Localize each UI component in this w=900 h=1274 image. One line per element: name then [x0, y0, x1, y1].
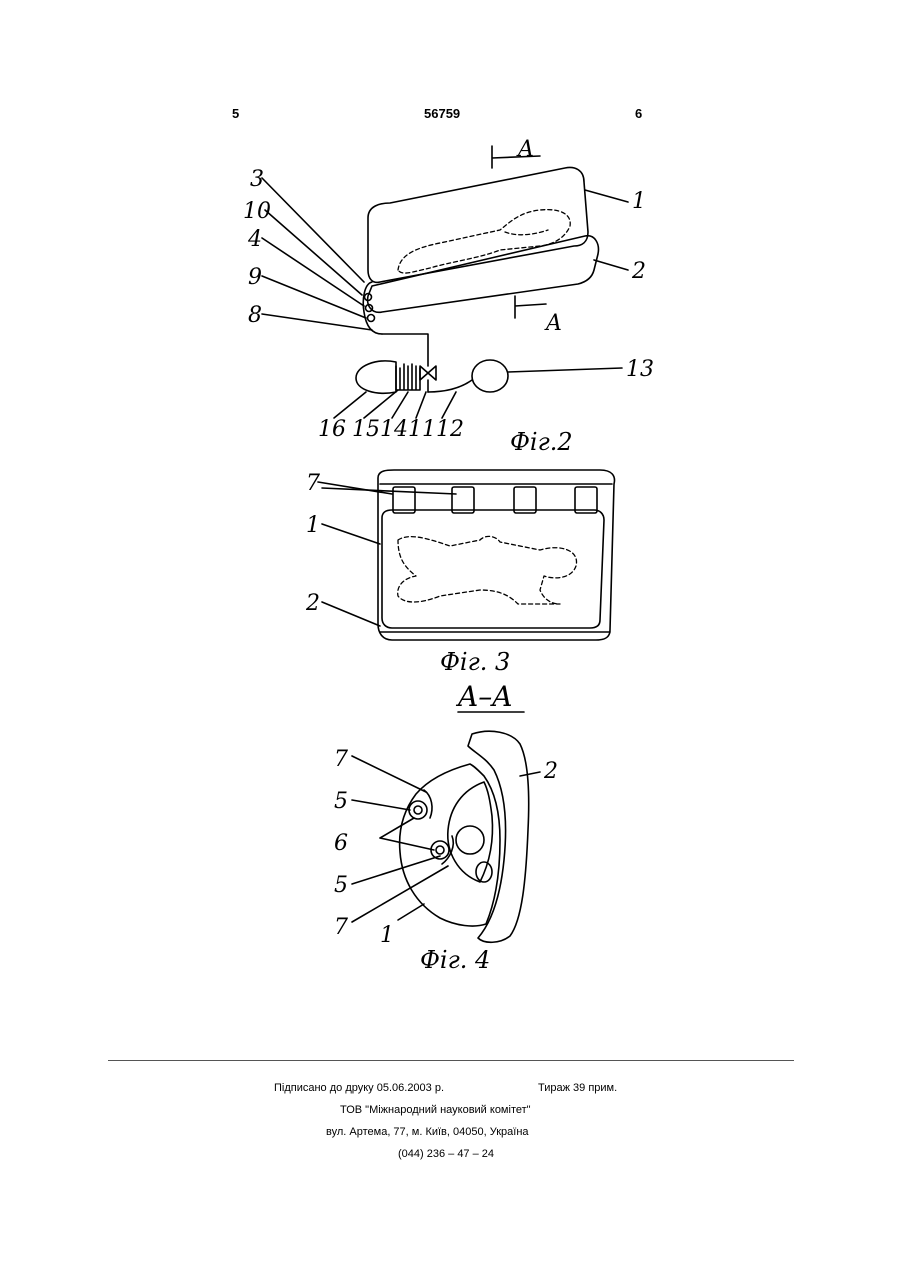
fig3-label: 2: [305, 591, 320, 616]
fig4-label: 6: [334, 831, 348, 856]
fig3-pillow: [452, 487, 474, 513]
fig3-caption: Фiг. 3: [440, 648, 510, 676]
fig4-support-2: [468, 731, 529, 942]
fig4-label: 1: [380, 923, 394, 948]
imprint-phone: (044) 236 – 47 – 24: [398, 1148, 494, 1160]
fig2-pump-16: [356, 361, 396, 393]
fig2-section-mark: A: [516, 137, 534, 162]
fig4-label: 7: [334, 747, 348, 772]
fig3-pillow: [575, 487, 597, 513]
fig2-bulb-13: [472, 360, 508, 392]
fig2-label: 16: [318, 417, 346, 442]
fig3-label: 1: [306, 513, 320, 538]
fig2-line-12: [428, 380, 472, 392]
fig4-section-title: A–A: [455, 680, 512, 713]
fig2-label: 11: [408, 417, 436, 442]
fig2-label: 15: [352, 417, 380, 442]
fig3-frame-2: [378, 470, 614, 640]
fig3-drawing: [318, 470, 614, 640]
fig2-body-outline: [398, 210, 570, 273]
fig2-label: 2: [631, 259, 646, 284]
fig3-label: 7: [306, 471, 320, 496]
fig4-label: 5: [334, 873, 348, 898]
fig2-caption: Фiг.2: [510, 428, 573, 456]
fig4-caption: Фiг. 4: [420, 946, 490, 974]
fig2-valve-11: [420, 366, 436, 380]
fig2-springs: [396, 364, 420, 390]
fig3-pillow: [514, 487, 536, 513]
fig4-label: 5: [334, 789, 348, 814]
fig3-body-outline: [398, 536, 577, 604]
fig2-label: 9: [248, 265, 262, 290]
imprint-circulation: Тираж 39 прим.: [538, 1082, 617, 1094]
fig2-section-mark: A: [544, 311, 562, 336]
fig2-label: 14: [380, 417, 408, 442]
fig2-label: 12: [436, 417, 464, 442]
fig4-label: 7: [334, 915, 348, 940]
imprint-address: вул. Артема, 77, м. Київ, 04050, Україна: [326, 1126, 529, 1138]
fig2-label: 3: [250, 167, 264, 192]
imprint-publisher: ТОВ "Міжнародний науковий комітет": [340, 1104, 531, 1116]
fig2-mattress-1: [368, 168, 588, 283]
fig3-mattress-1: [382, 510, 604, 628]
fig2-drawing: [262, 146, 628, 418]
footer-rule: [108, 1060, 794, 1061]
fig2-label: 1: [632, 189, 646, 214]
fig4-head: [456, 826, 484, 854]
fig4-label: 2: [543, 759, 558, 784]
fig4-drawing: [352, 712, 540, 942]
imprint-signed: Підписано до друку 05.06.2003 р.: [274, 1082, 444, 1094]
fig2-label: 10: [243, 199, 271, 224]
fig2-label: 13: [626, 357, 654, 382]
fig2-label: 8: [248, 303, 262, 328]
fig2-label: 4: [247, 227, 262, 252]
